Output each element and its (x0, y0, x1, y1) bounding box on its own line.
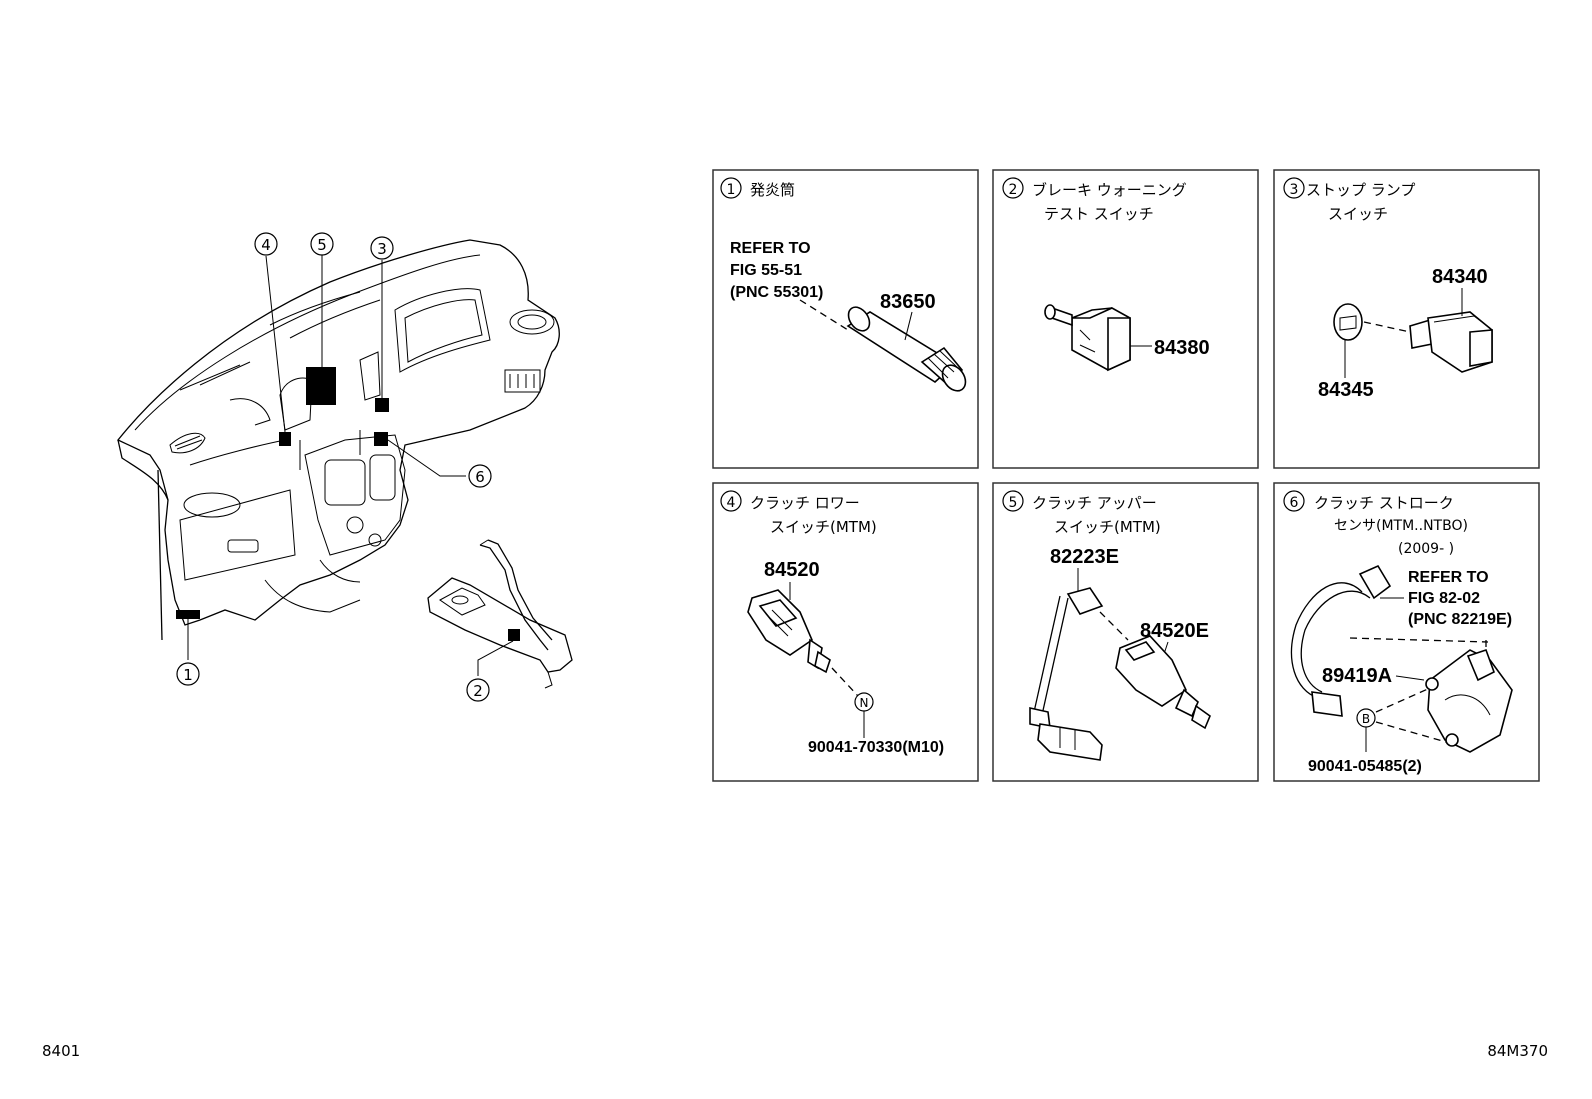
panel-6: 6 クラッチ ストローク センサ(MTM..NTBO) (2009- ) REF… (1273, 482, 1540, 782)
svg-text:1: 1 (183, 666, 193, 684)
svg-text:6: 6 (475, 468, 485, 486)
callout-1: 1 (176, 662, 200, 686)
stroke-sensor-wire (1290, 564, 1392, 717)
panel-4: 4 クラッチ ロワー スイッチ(MTM) 84520 N 90041-70330… (712, 482, 979, 782)
panel-2-title-line-2: テスト スイッチ (1044, 205, 1154, 223)
panel-5: 5 クラッチ アッパー スイッチ(MTM) 82223E 84520E (992, 482, 1259, 782)
wire-harness-part (1029, 587, 1104, 761)
stroke-sensor-part (1425, 648, 1513, 753)
panel-3-number: 3 (1290, 182, 1299, 198)
panel-1-title: 発炎筒 (750, 181, 795, 199)
marker-6 (374, 432, 388, 446)
svg-text:4: 4 (261, 236, 271, 254)
svg-text:N: N (860, 696, 869, 710)
marker-5 (306, 367, 336, 405)
marker-2 (508, 629, 520, 641)
panel-6-number: 6 (1290, 495, 1299, 511)
footer-left-code: 8401 (42, 1042, 80, 1060)
panel-6-refer-line-3: (PNC 82219E) (1408, 611, 1512, 628)
stop-lamp-switch-part (1409, 311, 1493, 373)
callout-4: 4 (254, 232, 278, 256)
panel-2-title-line-1: ブレーキ ウォーニング (1032, 181, 1187, 199)
panel-1-refer-line-1: REFER TO (730, 240, 811, 257)
panel-3-title-line-1: ストップ ランプ (1306, 181, 1415, 199)
part-84520E: 84520E (1140, 620, 1209, 642)
part-90041-70330: 90041-70330(M10) (808, 739, 944, 756)
panel-1: 1 発炎筒 REFER TO FIG 55-51 (PNC 55301) 836… (712, 169, 979, 469)
part-84345: 84345 (1318, 379, 1374, 401)
marker-N: N (854, 692, 874, 712)
svg-text:2: 2 (473, 682, 483, 700)
callout-5: 5 (310, 232, 334, 256)
panel-3-title-line-2: スイッチ (1328, 205, 1388, 223)
dashboard-overview (116, 239, 560, 641)
part-84520: 84520 (764, 559, 820, 581)
marker-4 (279, 432, 291, 446)
svg-text:3: 3 (377, 240, 387, 258)
part-83650: 83650 (880, 291, 936, 313)
flare-part (846, 306, 967, 392)
panel-6-title-line-3: (2009- ) (1398, 541, 1454, 557)
panel-2: 2 ブレーキ ウォーニング テスト スイッチ 84380 (992, 169, 1259, 469)
part-90041-05485: 90041-05485(2) (1308, 758, 1422, 775)
svg-text:5: 5 (317, 236, 327, 254)
panel-4-title-line-2: スイッチ(MTM) (770, 518, 877, 536)
panel-1-refer-line-3: (PNC 55301) (730, 284, 823, 301)
part-84340: 84340 (1432, 266, 1488, 288)
panel-4-number: 4 (727, 495, 736, 511)
panel-1-refer-line-2: FIG 55-51 (730, 262, 802, 279)
panel-1-number: 1 (727, 182, 736, 198)
part-82223E: 82223E (1050, 546, 1119, 568)
panel-5-title-line-1: クラッチ アッパー (1032, 494, 1157, 512)
panel-5-title-line-2: スイッチ(MTM) (1054, 518, 1161, 536)
panel-6-title-line-1: クラッチ ストローク (1314, 494, 1454, 512)
panel-3: 3 ストップ ランプ スイッチ 84340 84345 (1273, 169, 1540, 469)
clutch-upper-switch-part (1115, 635, 1211, 730)
callout-2: 2 (466, 678, 490, 702)
marker-B: B (1356, 708, 1376, 728)
callout-6: 6 (468, 464, 492, 488)
marker-3 (375, 398, 389, 412)
pedal-assembly (427, 539, 573, 689)
clutch-lower-switch-part (747, 589, 831, 674)
panel-6-title-line-2: センサ(MTM..NTBO) (1334, 518, 1468, 534)
panel-5-number: 5 (1009, 495, 1018, 511)
clip-84345-part (1333, 303, 1363, 341)
panel-6-refer-line-1: REFER TO (1408, 569, 1489, 586)
svg-text:B: B (1362, 712, 1370, 726)
brake-warning-switch-part (1044, 304, 1131, 372)
footer-right-code: 84M370 (1487, 1042, 1548, 1060)
panel-4-title-line-1: クラッチ ロワー (750, 494, 860, 512)
callout-3: 3 (370, 236, 394, 260)
panel-6-refer-line-2: FIG 82-02 (1408, 590, 1480, 607)
part-89419A: 89419A (1322, 665, 1392, 687)
marker-1 (176, 610, 200, 619)
panel-2-number: 2 (1009, 182, 1018, 198)
part-84380: 84380 (1154, 337, 1210, 359)
